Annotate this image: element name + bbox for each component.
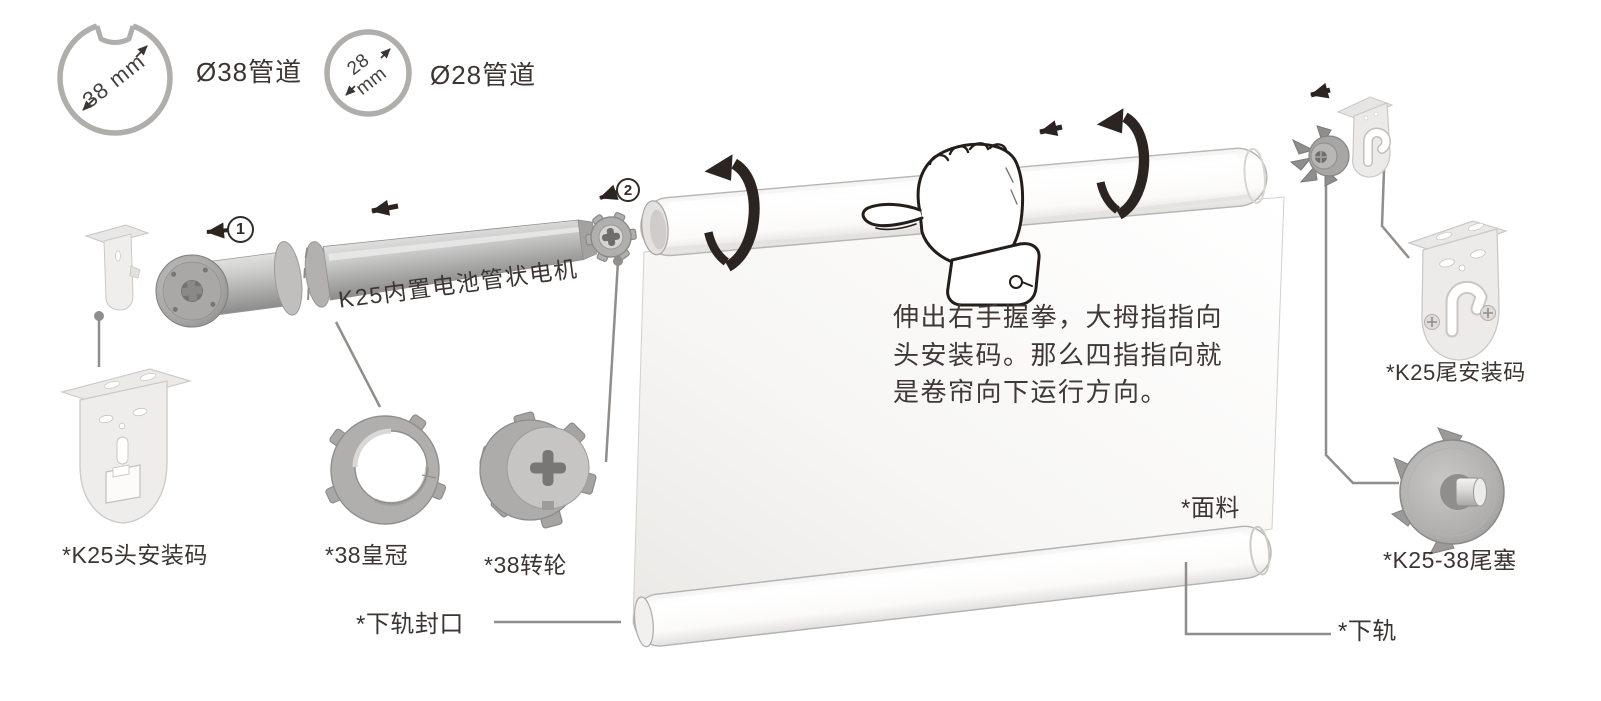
rail-cap-label: *下轨封口 xyxy=(356,611,464,638)
instruction-text: 伸出右手握拳，大拇指指向 头安装码。那么四指指向就 是卷帘向下运行方向。 xyxy=(893,299,1223,412)
tail-plug-part xyxy=(1390,427,1505,555)
bottom-rail xyxy=(633,525,1272,648)
bottom-rail-end-cap xyxy=(633,596,654,648)
pipe-38-label: Ø38管道 xyxy=(196,57,303,87)
head-bracket-part xyxy=(59,368,193,524)
tail-bracket-label: *K25尾安装码 xyxy=(1386,360,1526,385)
crown-label: *38皇冠 xyxy=(325,542,409,568)
pipe-28-cross-section-icon xyxy=(324,29,412,117)
tail-plug-small xyxy=(1289,125,1350,187)
left-arrow-icon xyxy=(1039,120,1063,137)
hand-icon xyxy=(861,142,1041,307)
tail-bracket-small xyxy=(1336,96,1394,178)
left-arrow-icon xyxy=(1310,82,1331,99)
callout-1-number: 1 xyxy=(236,220,245,238)
drive-wheel-small xyxy=(585,212,637,262)
tail-plug-label: *K25-38尾塞 xyxy=(1383,547,1517,573)
pipe-38-cross-section-icon xyxy=(57,17,173,136)
instruction-line-3: 是卷帘向下运行方向。 xyxy=(893,377,1169,407)
head-bracket-label: *K25头安装码 xyxy=(62,542,208,568)
left-arrow-icon xyxy=(371,199,399,216)
callout-1-badge: 1 xyxy=(227,216,254,243)
head-bracket-small xyxy=(84,224,150,311)
wheel-part xyxy=(479,411,597,529)
fabric-label: *面料 xyxy=(1181,495,1240,522)
tail-bracket-part xyxy=(1407,220,1508,361)
left-arrow-icon xyxy=(599,184,619,200)
wheel-label: *38转轮 xyxy=(484,552,568,578)
motor-illustration xyxy=(155,219,621,328)
rail-label: *下轨 xyxy=(1338,618,1397,645)
callout-2-badge: 2 xyxy=(616,178,640,202)
instruction-line-1: 伸出右手握拳，大拇指指向 xyxy=(893,302,1224,332)
crown-part xyxy=(325,414,447,525)
callout-2-number: 2 xyxy=(623,181,633,199)
pipe-28-label: Ø28管道 xyxy=(430,60,537,90)
instruction-line-2: 头安装码。那么四指指向就 xyxy=(893,339,1224,370)
